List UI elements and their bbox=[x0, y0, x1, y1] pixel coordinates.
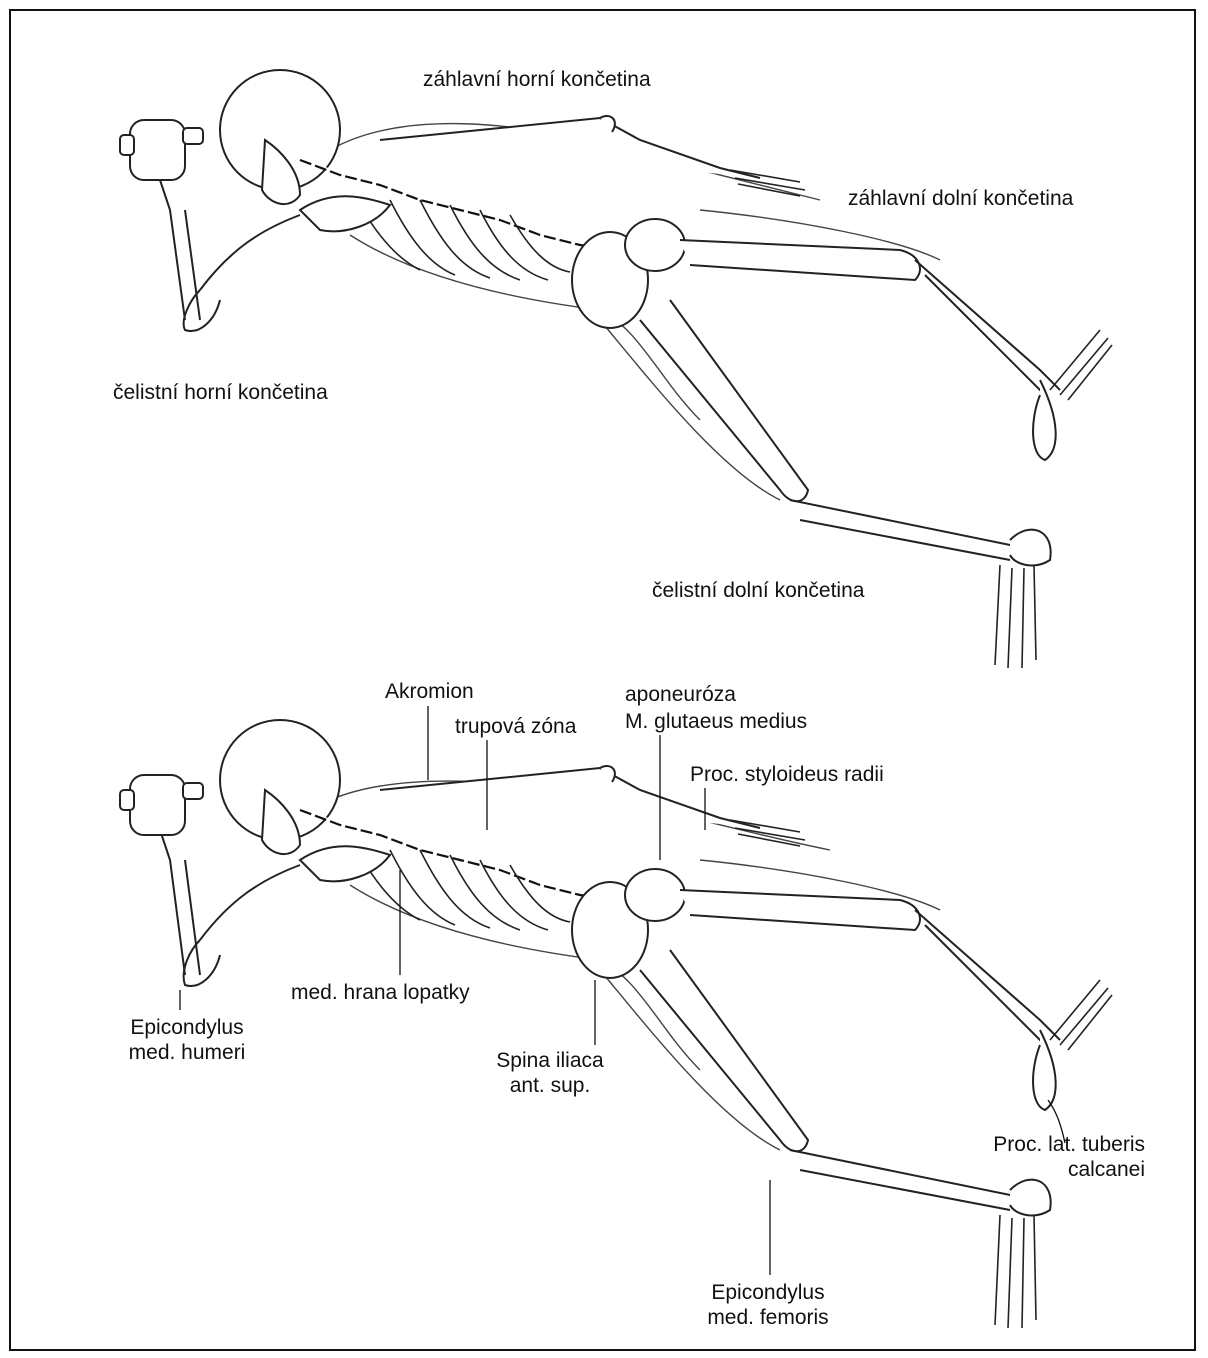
bottom-skeleton bbox=[120, 706, 1112, 1328]
label-proc-styloideus-radii: Proc. styloideus radii bbox=[690, 762, 884, 787]
label-epicondylus-med-femoris: Epicondylus med. femoris bbox=[683, 1280, 853, 1330]
label-trupova-zona: trupová zóna bbox=[455, 714, 576, 739]
top-skeleton bbox=[120, 70, 1112, 668]
label-celistni-dolni-koncetina: čelistní dolní končetina bbox=[652, 578, 864, 603]
label-zahlavni-horni-koncetina: záhlavní horní končetina bbox=[423, 67, 651, 92]
label-epicondylus-med-humeri: Epicondylus med. humeri bbox=[112, 1015, 262, 1065]
label-aponeuroza: aponeuróza bbox=[625, 682, 736, 707]
label-spina-iliaca-ant-sup: Spina iliaca ant. sup. bbox=[480, 1048, 620, 1098]
label-med-hrana-lopatky: med. hrana lopatky bbox=[291, 980, 470, 1005]
label-tuberis-line1: Proc. lat. tuberis bbox=[955, 1132, 1145, 1157]
label-epicondylus-humeri-line2: med. humeri bbox=[112, 1040, 262, 1065]
label-epicondylus-humeri-line1: Epicondylus bbox=[112, 1015, 262, 1040]
label-epicondylus-femoris-line1: Epicondylus bbox=[683, 1280, 853, 1305]
label-m-glutaeus-medius: M. glutaeus medius bbox=[625, 709, 807, 734]
label-celistni-horni-koncetina: čelistní horní končetina bbox=[113, 380, 328, 405]
label-spina-line2: ant. sup. bbox=[480, 1073, 620, 1098]
label-zahlavni-dolni-koncetina: záhlavní dolní končetina bbox=[848, 186, 1073, 211]
label-tuberis-line2: calcanei bbox=[955, 1157, 1145, 1182]
label-akromion: Akromion bbox=[385, 679, 474, 704]
label-proc-lat-tuberis-calcanei: Proc. lat. tuberis calcanei bbox=[955, 1132, 1145, 1182]
label-spina-line1: Spina iliaca bbox=[480, 1048, 620, 1073]
label-epicondylus-femoris-line2: med. femoris bbox=[683, 1305, 853, 1330]
